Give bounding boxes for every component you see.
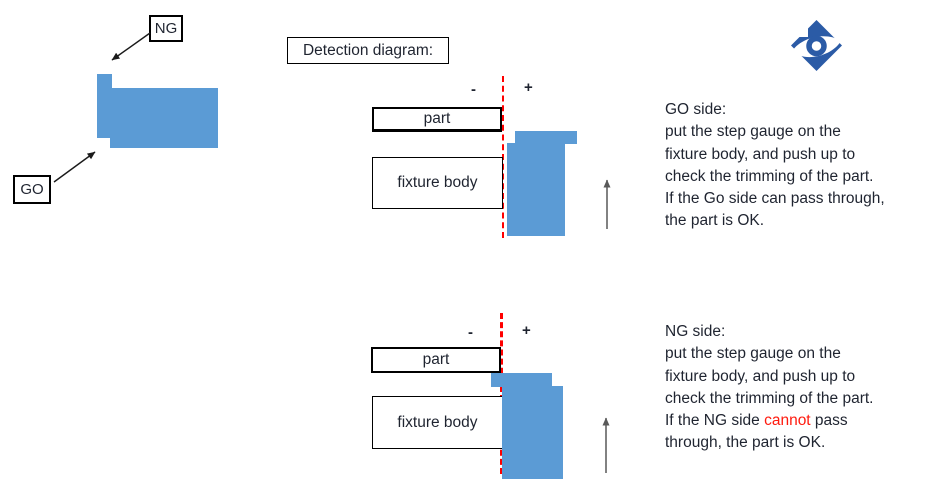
go-instructions-line: check the trimming of the part. <box>665 167 874 185</box>
ng-instructions: NG side: put the step gauge on the fixtu… <box>665 321 925 455</box>
trim-line-ng <box>500 313 503 474</box>
go-instructions: GO side: put the step gauge on the fixtu… <box>665 99 925 233</box>
go-instructions-line: If the Go side can pass through, <box>665 190 885 208</box>
ng-line-prefix: If the NG side <box>665 412 765 430</box>
fixture-label-ng: fixture body <box>397 413 478 431</box>
minus-sign-ng: - <box>468 324 473 341</box>
fixture-label-go: fixture body <box>397 174 478 191</box>
part-box-ng: part <box>371 347 501 373</box>
ng-instructions-heading: NG side: <box>665 323 726 340</box>
step-gauge-body <box>110 88 218 148</box>
go-label: GO <box>20 181 44 198</box>
go-pointer-arrow <box>53 151 96 183</box>
detection-diagram-title-box: Detection diagram: <box>287 37 449 64</box>
ng-gauge-step <box>491 373 552 387</box>
go-gauge-step <box>515 131 577 144</box>
ng-instructions-line: check the trimming of the part. <box>665 389 874 407</box>
ng-gauge-body <box>502 386 563 479</box>
ng-instructions-line: through, the part is OK. <box>665 434 826 452</box>
page-title: Detection diagram: <box>302 41 434 59</box>
plus-sign-ng: + <box>522 322 531 339</box>
go-instructions-line: fixture body, and push up to <box>665 145 856 163</box>
trim-line-go <box>502 76 504 238</box>
ng-instructions-line: fixture body, and push up to <box>665 367 856 385</box>
ng-cannot-word: cannot <box>764 412 811 430</box>
go-instructions-line: the part is OK. <box>665 212 765 230</box>
fixture-body-box-go: fixture body <box>372 157 503 209</box>
minus-sign-go: - <box>471 81 476 98</box>
part-box-go: part <box>372 107 502 132</box>
go-label-box: GO <box>13 175 51 204</box>
ng-instructions-line: If the NG side cannot pass <box>665 410 925 432</box>
ng-label-box: NG <box>149 15 183 42</box>
part-label-ng: part <box>422 351 450 368</box>
ng-instructions-line: put the step gauge on the <box>665 345 841 363</box>
go-instructions-heading: GO side: <box>665 101 727 118</box>
ng-pointer-arrow <box>111 32 151 61</box>
fixture-body-box-ng: fixture body <box>372 396 503 449</box>
ng-label: NG <box>154 20 178 37</box>
company-logo-icon <box>791 20 842 71</box>
part-label-go: part <box>423 110 451 127</box>
step-gauge-ng-step <box>97 74 112 138</box>
go-gauge-body <box>507 143 565 236</box>
plus-sign-go: + <box>524 79 533 96</box>
go-instructions-line: put the step gauge on the <box>665 123 841 141</box>
ng-line-suffix: pass <box>810 412 848 430</box>
